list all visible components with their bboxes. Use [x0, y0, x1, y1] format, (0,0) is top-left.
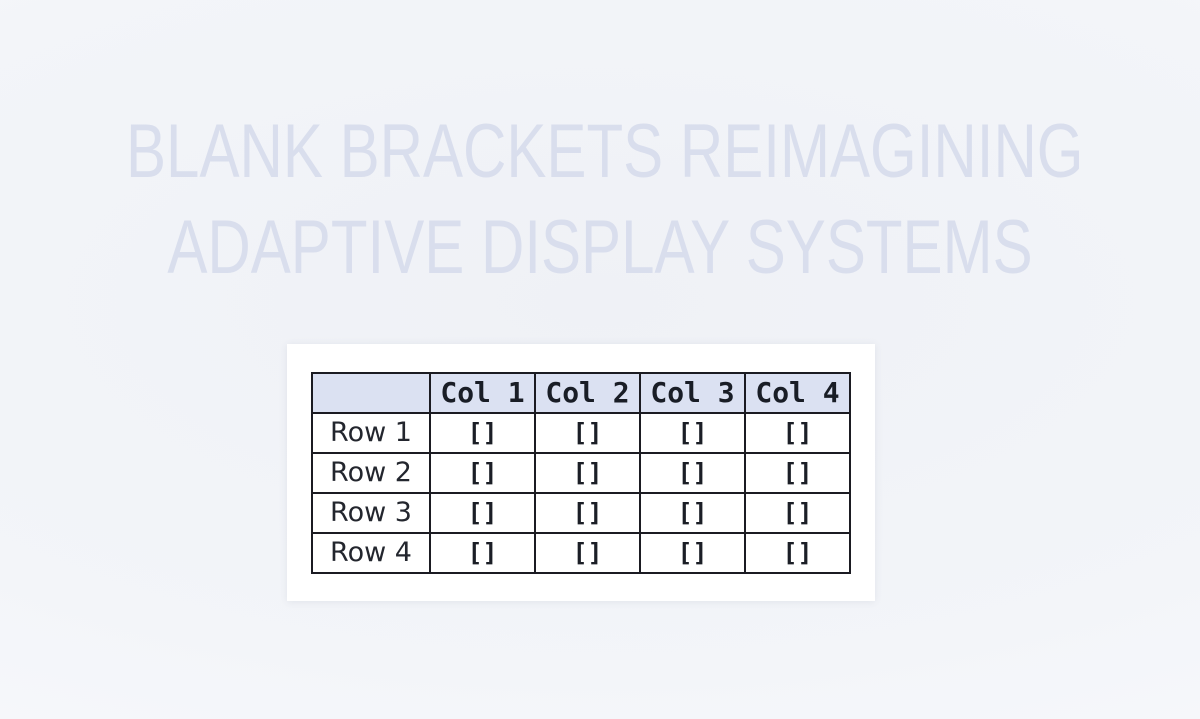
table-cell-r4c4: []: [744, 531, 851, 574]
table-cell-r4c1: []: [429, 531, 536, 574]
table-cell-r1c1: []: [429, 411, 536, 454]
watermark-line-2: ADAPTIVE DISPLAY SYSTEMS: [167, 205, 1033, 290]
table-cell-r4c2: []: [534, 531, 641, 574]
row-label-1: Row 1: [311, 411, 431, 454]
corner-header-cell: [311, 371, 431, 414]
table-cell-r3c3: []: [639, 491, 746, 534]
table-row-4: Row 4 [] [] [] []: [311, 531, 851, 574]
table-cell-r3c4: []: [744, 491, 851, 534]
table-cell-r2c1: []: [429, 451, 536, 494]
table-cell-r3c2: []: [534, 491, 641, 534]
table-cell-r1c4: []: [744, 411, 851, 454]
watermark-title: BLANK BRACKETS REIMAGINING ADAPTIVE DISP…: [126, 104, 1084, 296]
column-header-col3: Col 3: [639, 371, 746, 414]
data-table: Col 1 Col 2 Col 3 Col 4 Row 1 [] [] [] […: [311, 371, 851, 574]
table-row-2: Row 2 [] [] [] []: [311, 451, 851, 494]
column-header-col2: Col 2: [534, 371, 641, 414]
row-label-2: Row 2: [311, 451, 431, 494]
table-cell-r1c2: []: [534, 411, 641, 454]
column-header-col1: Col 1: [429, 371, 536, 414]
table-row-1: Row 1 [] [] [] []: [311, 411, 851, 454]
table-cell-r2c3: []: [639, 451, 746, 494]
table-cell-r1c3: []: [639, 411, 746, 454]
row-label-4: Row 4: [311, 531, 431, 574]
table-cell-r4c3: []: [639, 531, 746, 574]
column-header-col4: Col 4: [744, 371, 851, 414]
table-cell-r2c4: []: [744, 451, 851, 494]
watermark-line-1: BLANK BRACKETS REIMAGINING: [126, 109, 1084, 194]
table-cell-r3c1: []: [429, 491, 536, 534]
table-header-row: Col 1 Col 2 Col 3 Col 4: [311, 371, 851, 414]
table-cell-r2c2: []: [534, 451, 641, 494]
row-label-3: Row 3: [311, 491, 431, 534]
table-card: Col 1 Col 2 Col 3 Col 4 Row 1 [] [] [] […: [287, 344, 875, 601]
table-row-3: Row 3 [] [] [] []: [311, 491, 851, 534]
